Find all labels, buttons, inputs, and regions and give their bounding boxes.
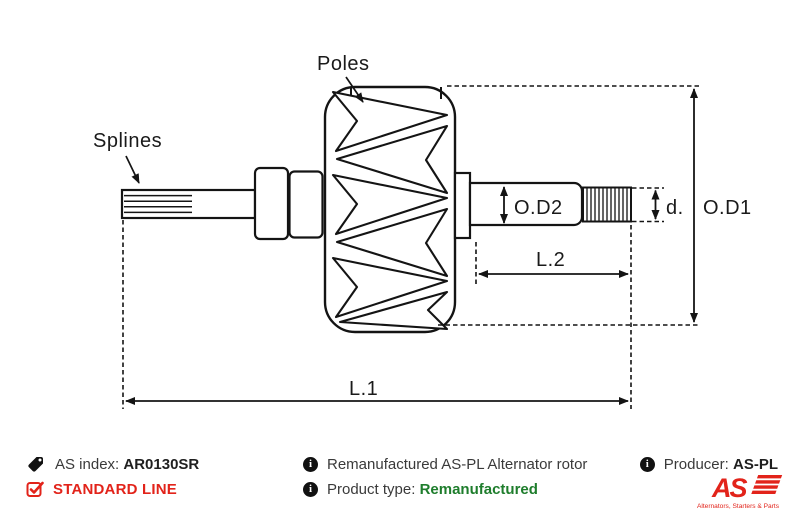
product-type-label: Product type: [327,480,416,498]
as-index-label: AS index: [55,455,120,473]
producer-cell: i Producer: AS-PL [639,455,778,473]
l1-label: L.1 [349,378,378,400]
splined-shaft [120,188,257,220]
rotor-diagram: Splines Poles O.D2 d. O.D1 L.2 L.1 [93,53,752,409]
product-type-value: Remanufactured [419,480,538,498]
splines-callout: Splines [93,130,162,184]
od1-label: O.D1 [703,197,752,219]
dim-l2: L.2 [475,225,632,409]
shaft-collars [253,166,324,241]
poles-callout: Poles [317,53,370,103]
dim-l1: L.1 [122,220,629,409]
product-type-cell: i Product type: Remanufactured [303,480,538,498]
producer-text: Producer: AS-PL [664,456,778,473]
as-index-value: AR0130SR [123,455,200,473]
tag-icon [28,457,43,472]
od2-label: O.D2 [514,197,563,219]
dim-od2: O.D2 [500,186,563,224]
right-shaft [453,171,632,240]
as-index-text: AS index: AR0130SR [55,456,199,473]
info-icon: i [639,456,655,472]
description-cell: i Remanufactured AS-PL Alternator rotor [303,455,587,473]
dim-od1: O.D1 [438,85,752,326]
logo-as-text: AS [711,473,747,503]
rotor-body [323,85,457,334]
threaded-end [582,186,632,223]
producer-label: Producer: [663,455,729,473]
logo-tagline: Alternators, Starters & Parts [697,503,780,510]
d-label: d. [666,197,684,219]
checked-checkbox-icon [26,481,44,497]
info-icon: i [303,456,318,472]
info-icon: i [303,481,318,497]
product-type-text: Product type: Remanufactured [327,481,538,498]
as-index-cell: AS index: AR0130SR [26,455,199,473]
as-pl-logo: AS Alternators, Starters & Parts [688,470,788,517]
producer-value: AS-PL [733,455,778,473]
logo-stripes [751,475,783,495]
l2-label: L.2 [536,249,565,271]
standard-line-cell: STANDARD LINE [26,480,177,498]
dim-d: d. [632,187,684,223]
poles-label: Poles [317,53,370,75]
splines-label: Splines [93,130,162,152]
product-description: Remanufactured AS-PL Alternator rotor [327,455,588,473]
standard-line-badge: STANDARD LINE [53,480,177,498]
